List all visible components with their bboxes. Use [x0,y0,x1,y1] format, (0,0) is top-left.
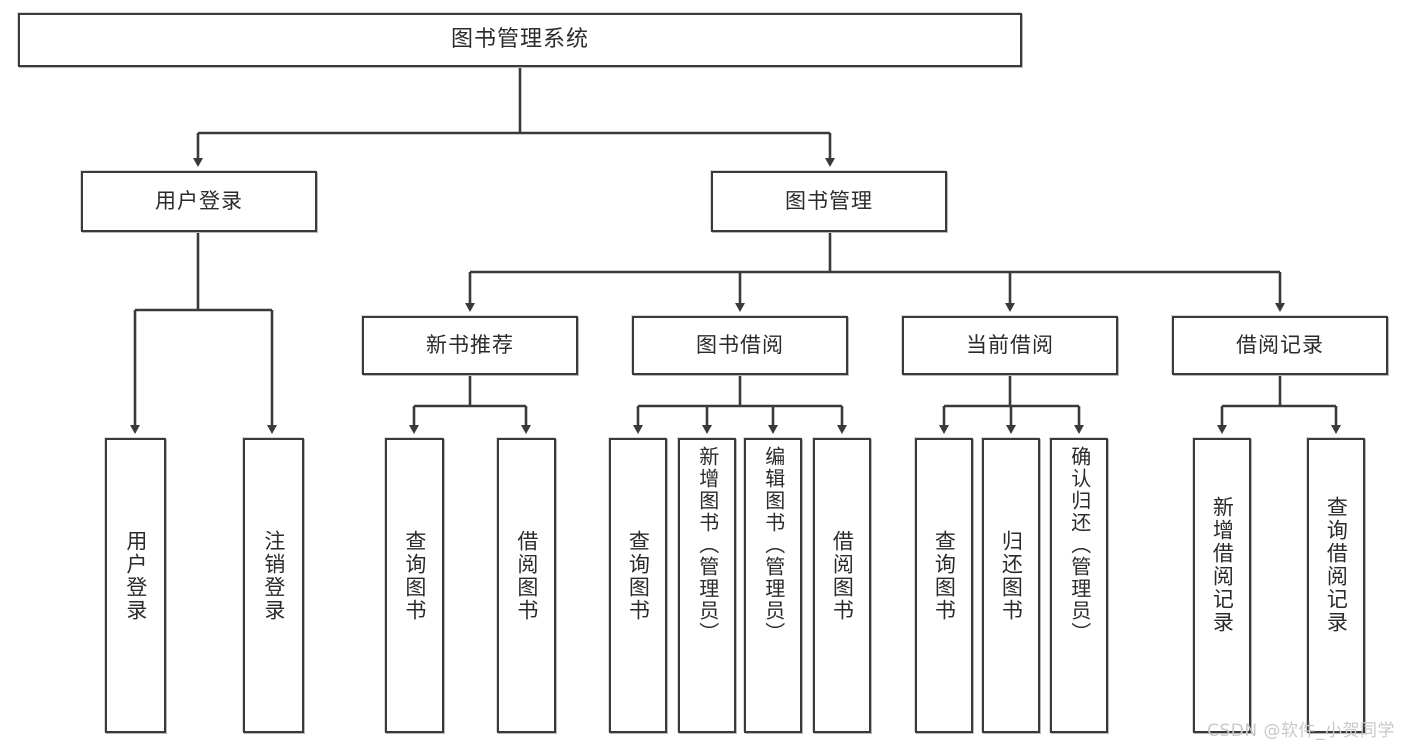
leaf-current-confirm-return[interactable]: 确认归还（管理员） [1050,438,1108,733]
leaf-borrow-query-book[interactable]: 查询图书 [609,438,667,733]
node-label: 图书管理 [785,189,873,214]
node-label: 用户登录 [123,530,148,622]
leaf-current-return-book[interactable]: 归还图书 [982,438,1040,733]
leaf-borrow-add-book[interactable]: 新增图书（管理员） [678,438,736,733]
node-label: 用户登录 [155,189,243,214]
node-root-system[interactable]: 图书管理系统 [18,13,1022,67]
node-label: 借阅图书 [514,530,539,622]
node-label: 图书借阅 [696,333,784,358]
node-current-borrow[interactable]: 当前借阅 [902,316,1118,375]
leaf-user-login-signin[interactable]: 用户登录 [105,438,166,733]
node-label: 图书管理系统 [450,27,589,53]
leaf-borrow-edit-book[interactable]: 编辑图书（管理员） [744,438,802,733]
watermark-text: CSDN @软件_小贺同学 [1207,721,1395,741]
node-label: 编辑图书（管理员） [761,446,786,644]
node-label: 新增图书（管理员） [695,446,720,644]
node-label: 确认归还（管理员） [1067,446,1092,644]
leaf-user-login-signout[interactable]: 注销登录 [243,438,304,733]
node-label: 新书推荐 [426,333,514,358]
node-label: 当前借阅 [966,333,1054,358]
node-borrow-record[interactable]: 借阅记录 [1172,316,1388,375]
node-label: 查询图书 [626,530,651,622]
node-label: 新增借阅记录 [1210,496,1235,634]
leaf-record-add-record[interactable]: 新增借阅记录 [1193,438,1251,733]
leaf-record-query-record[interactable]: 查询借阅记录 [1307,438,1365,733]
node-label: 查询图书 [932,530,957,622]
leaf-borrow-borrow-book[interactable]: 借阅图书 [813,438,871,733]
node-label: 查询图书 [402,530,427,622]
node-new-book-recommend[interactable]: 新书推荐 [362,316,578,375]
node-user-login[interactable]: 用户登录 [81,171,317,232]
node-label: 注销登录 [261,530,286,622]
leaf-recommend-borrow-book[interactable]: 借阅图书 [497,438,556,733]
leaf-recommend-query-book[interactable]: 查询图书 [385,438,444,733]
node-label: 借阅图书 [830,530,855,622]
leaf-current-query-book[interactable]: 查询图书 [915,438,973,733]
node-book-borrow[interactable]: 图书借阅 [632,316,848,375]
node-label: 查询借阅记录 [1324,496,1349,634]
node-label: 归还图书 [999,530,1024,622]
node-label: 借阅记录 [1236,333,1324,358]
node-book-management[interactable]: 图书管理 [711,171,947,232]
